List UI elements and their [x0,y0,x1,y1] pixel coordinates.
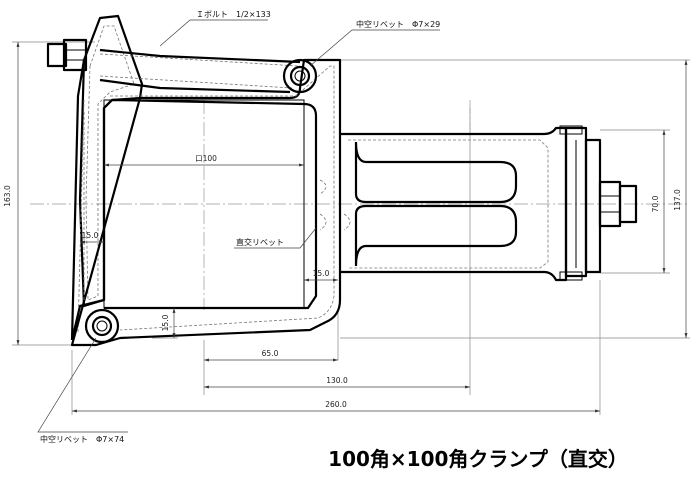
dim-137: 137.0 [673,189,682,211]
dim-163: 163.0 [3,185,12,207]
dim-15-left: 15.0 [82,231,99,240]
label-i-bolt: Ｉボルト 1/2×133 [196,10,271,19]
square-frame [70,58,342,347]
dim-15-bottom: 15.0 [161,314,170,331]
dim-130: 130.0 [326,376,348,385]
right-nut [598,180,638,228]
dim-square-100: 口100 [195,154,217,163]
drawing-title: 100角×100角クランプ（直交） [328,447,628,471]
dim-15-mid: 15.0 [313,269,330,278]
center-lines [30,100,690,310]
label-rivet-top: 中空リベット Φ7×29 [356,19,440,29]
i-bolt [46,38,301,94]
cross-clamp [319,125,602,282]
dimension-lines [16,42,688,413]
dim-260: 260.0 [325,400,347,409]
bottom-rivet [84,308,120,344]
extension-lines [12,41,690,415]
label-rivet-bottom: 中空リベット Φ7×74 [40,434,124,444]
left-bracket [70,14,144,341]
label-rivet-cross: 直交リベット [236,237,284,247]
top-rivet [282,58,318,94]
dim-70: 70.0 [651,195,660,212]
dim-65: 65.0 [262,349,279,358]
leader-lines [37,19,440,433]
